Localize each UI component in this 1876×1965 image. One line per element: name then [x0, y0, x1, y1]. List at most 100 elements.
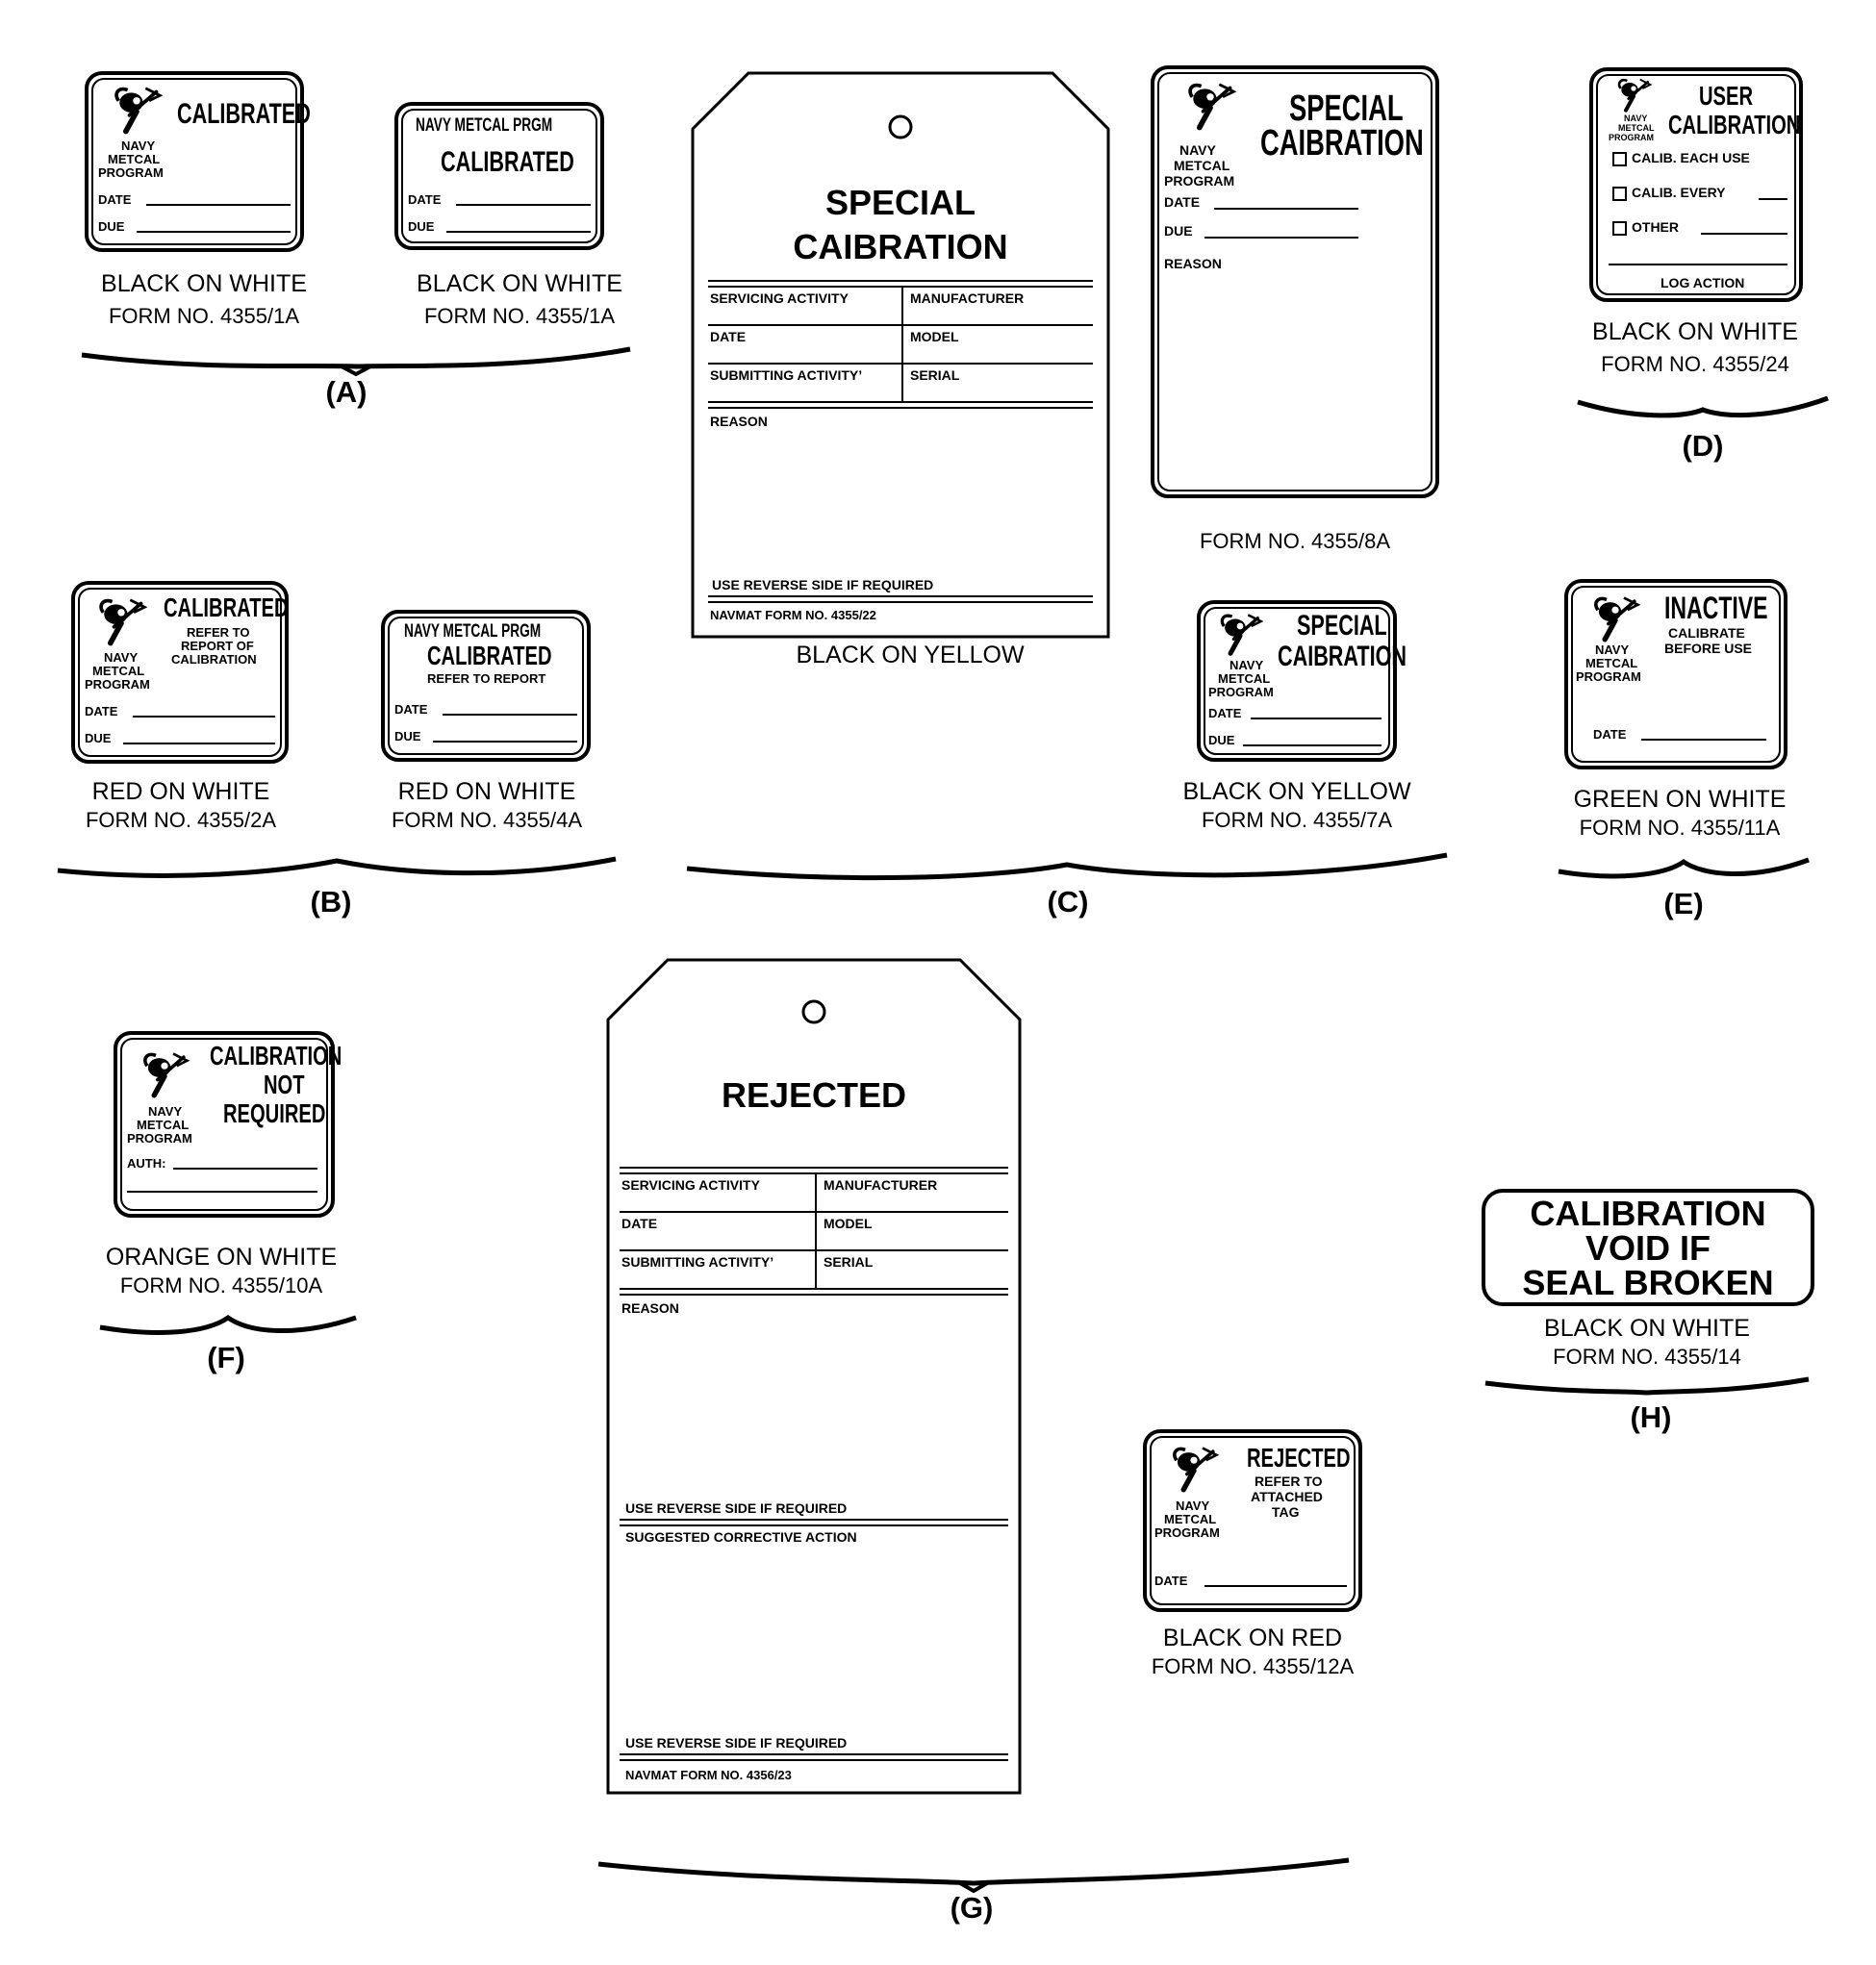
group-brace-g [597, 1857, 1350, 1894]
tag-outline-g [606, 958, 1022, 1795]
label-card-c-tall: SPECIAL CAIBRATION NAVY METCAL PROGRAM D… [1151, 65, 1439, 498]
reason-label: REASON [1164, 256, 1222, 271]
submitting-activity-label: SUBMITTING ACTIVITY’ [621, 1254, 774, 1270]
due-field-line [446, 231, 591, 233]
navmat-form-number: NAVMAT FORM NO. 4356/23 [625, 1768, 792, 1782]
navy-metcal-logo-icon [1183, 81, 1237, 135]
due-label: DUE [394, 729, 421, 743]
label-card-g-small: REJECTED REFER TO ATTACHED TAG NAVY METC… [1143, 1429, 1362, 1612]
group-brace-b [57, 856, 617, 878]
color-line-g-small: BLACK ON RED [1162, 1625, 1343, 1651]
servicing-activity-label: SERVICING ACTIVITY [621, 1177, 760, 1193]
navy-text: NAVY [1624, 113, 1648, 123]
group-letter-f: (F) [207, 1341, 245, 1374]
navy-text: NAVY [121, 139, 156, 153]
manufacturer-label: MANUFACTURER [824, 1177, 938, 1193]
checkbox-icon [1612, 187, 1627, 201]
card-title-line-1: CALIBRATION [210, 1041, 342, 1071]
form-number-d: FORM NO. 4355/24 [1601, 352, 1789, 376]
date-field-line [1214, 208, 1358, 210]
use-reverse-side-label: USE REVERSE SIDE IF REQUIRED [625, 1500, 848, 1516]
navy-text: NAVY [1595, 642, 1630, 657]
color-line-d: BLACK ON WHITE [1592, 318, 1798, 345]
card-title: CALIBRATED [177, 98, 311, 130]
auth-label: AUTH: [127, 1156, 166, 1171]
group-brace-h [1484, 1376, 1810, 1396]
card-subtitle-2: BEFORE USE [1664, 641, 1753, 656]
color-line-b1: RED ON WHITE [91, 778, 270, 805]
program-text: PROGRAM [1609, 133, 1654, 142]
date-label: DATE [1164, 194, 1201, 210]
program-text: PROGRAM [1576, 669, 1641, 684]
date-field-line [456, 204, 591, 206]
option-other: OTHER [1632, 219, 1679, 235]
date-label: DATE [1154, 1574, 1188, 1588]
calib-every-field-line [1759, 198, 1787, 200]
navmat-form-number: NAVMAT FORM NO. 4355/22 [710, 608, 876, 622]
color-line-c-small: BLACK ON YELLOW [1182, 778, 1411, 805]
date-label: DATE [98, 192, 132, 207]
color-line-c-tag: BLACK ON YELLOW [796, 642, 1025, 668]
group-letter-c: (C) [1047, 885, 1089, 919]
metcal-text: METCAL [1618, 123, 1655, 133]
card-title-line-1: USER [1699, 81, 1754, 111]
group-brace-c [686, 852, 1448, 881]
color-line-b2: RED ON WHITE [397, 778, 576, 805]
card-title: CALIBRATED [164, 592, 289, 622]
card-subtitle-2: REPORT OF [181, 639, 254, 653]
form-number-c-small: FORM NO. 4355/7A [1201, 808, 1393, 832]
servicing-activity-label: SERVICING ACTIVITY [710, 290, 849, 306]
date-field-line [146, 204, 291, 206]
seal-label-h: CALIBRATION VOID IF SEAL BROKEN [1482, 1189, 1814, 1306]
label-card-c-small: SPECIAL CAIBRATION NAVY METCAL PROGRAM D… [1197, 600, 1407, 762]
metcal-text: METCAL [1218, 671, 1271, 686]
seal-line-1: CALIBRATION [1530, 1194, 1766, 1233]
submitting-activity-label: SUBMITTING ACTIVITY’ [710, 367, 863, 383]
card-title-line-3: REQUIRED [223, 1098, 326, 1128]
navy-metcal-logo-icon [1168, 1445, 1220, 1497]
group-letter-a: (A) [325, 375, 368, 409]
program-text: PROGRAM [1208, 685, 1274, 699]
group-brace-d [1577, 395, 1829, 418]
card-subtitle-1: REFER TO [187, 625, 250, 640]
option-calib-every: CALIB. EVERY [1632, 185, 1726, 200]
label-card-a2: NAVY METCAL PRGM CALIBRATED DATE DUE [394, 102, 604, 250]
color-line-a1: BLACK ON WHITE [101, 270, 307, 297]
due-field-line [123, 743, 275, 744]
navy-metcal-logo-icon [139, 1050, 190, 1102]
card-title-line-2: CAIBRATION [1260, 123, 1424, 164]
date-field-line [443, 714, 577, 716]
auth-field-line [173, 1168, 317, 1170]
color-line-f: ORANGE ON WHITE [105, 1244, 338, 1271]
due-label: DUE [1164, 223, 1193, 239]
tag-title-line-2: CAIBRATION [793, 227, 1008, 266]
navy-metcal-prgm-text: NAVY METCAL PRGM [416, 115, 553, 136]
suggested-corrective-action-label: SUGGESTED CORRECTIVE ACTION [625, 1529, 857, 1545]
card-title: CALIBRATED [427, 641, 552, 670]
navy-metcal-logo-icon [1216, 612, 1264, 660]
card-subtitle: REFER TO REPORT [427, 671, 546, 686]
group-letter-d: (D) [1682, 429, 1724, 463]
option-calib-each-use: CALIB. EACH USE [1632, 150, 1750, 165]
navy-metcal-logo-icon [1589, 594, 1641, 646]
checkbox-icon [1612, 152, 1627, 166]
form-number-a2: FORM NO. 4355/1A [423, 304, 616, 328]
program-text: PROGRAM [85, 677, 150, 692]
card-subtitle-1: CALIBRATE [1668, 625, 1745, 641]
group-letter-g: (G) [950, 1891, 994, 1925]
card-subtitle-3: TAG [1272, 1504, 1300, 1520]
due-label: DUE [408, 219, 435, 234]
navy-text: NAVY [148, 1104, 183, 1119]
due-field-line [433, 741, 577, 743]
card-subtitle-3: CALIBRATION [171, 652, 257, 667]
card-title: CALIBRATED [441, 146, 574, 178]
metcal-text: METCAL [1585, 656, 1638, 670]
date-label: DATE [1593, 727, 1627, 742]
due-label: DUE [1208, 733, 1235, 747]
date-label: DATE [85, 704, 118, 718]
navy-text: NAVY [1176, 1499, 1210, 1513]
due-field-line [1204, 237, 1358, 239]
form-number-b2: FORM NO. 4355/4A [391, 808, 583, 832]
metcal-text: METCAL [137, 1118, 190, 1132]
form-number-a1: FORM NO. 4355/1A [108, 304, 300, 328]
